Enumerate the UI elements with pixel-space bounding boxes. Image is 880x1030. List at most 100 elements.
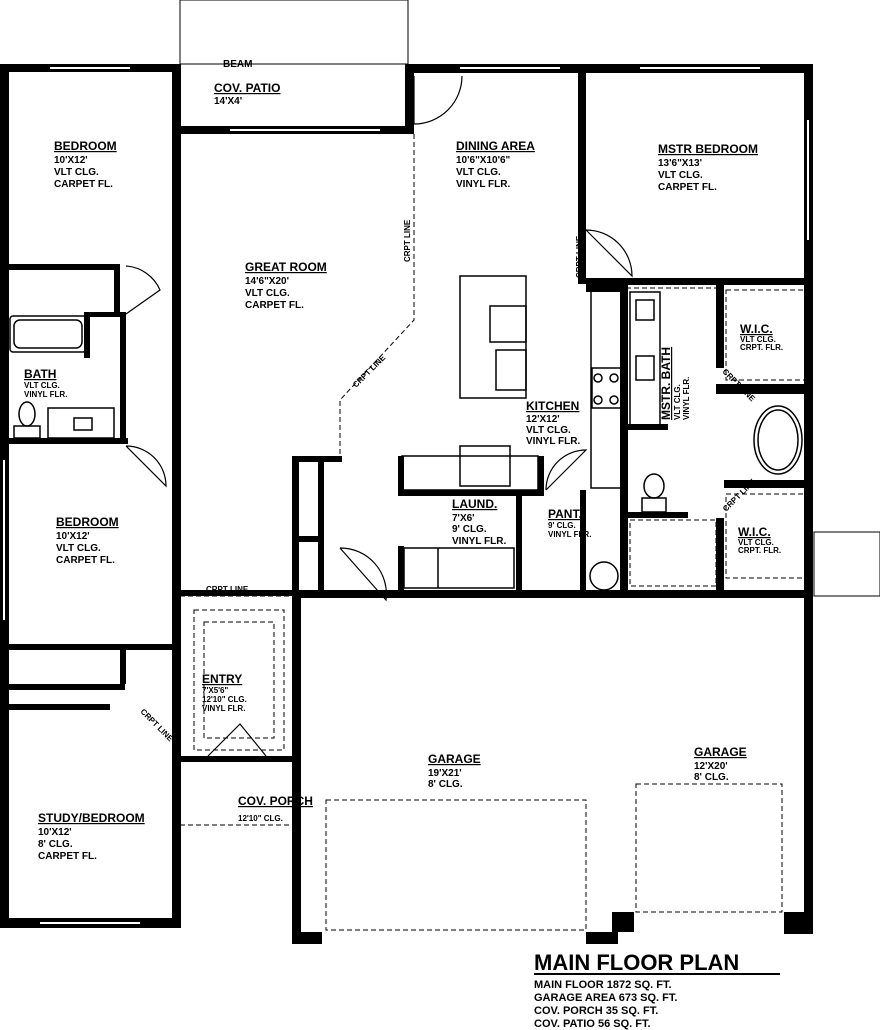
- label-dining-area: DINING AREA 10'6"X10'6" VLT CLG. VINYL F…: [456, 139, 535, 190]
- svg-text:CRPT. FLR.: CRPT. FLR.: [738, 546, 781, 555]
- svg-text:VINYL FLR.: VINYL FLR.: [452, 536, 506, 547]
- svg-text:DINING AREA: DINING AREA: [456, 139, 535, 153]
- svg-text:VLT CLG.: VLT CLG.: [673, 384, 682, 420]
- label-entry: ENTRY 7'X5'6" 12'10" CLG. VINYL FLR.: [202, 672, 247, 713]
- svg-text:GREAT ROOM: GREAT ROOM: [245, 260, 327, 274]
- svg-text:GARAGE: GARAGE: [694, 745, 747, 759]
- svg-text:10'X12': 10'X12': [54, 155, 88, 166]
- svg-text:VINYL FLR.: VINYL FLR.: [456, 179, 510, 190]
- label-garage-2: GARAGE 12'X20' 8' CLG.: [694, 745, 747, 783]
- svg-text:COV. PORCH 35 SQ. FT.: COV. PORCH 35 SQ. FT.: [534, 1005, 658, 1017]
- label-bin: BIN: [598, 589, 612, 598]
- svg-text:GARAGE AREA 673 SQ. FT.: GARAGE AREA 673 SQ. FT.: [534, 992, 677, 1004]
- svg-text:12'X20': 12'X20': [694, 761, 728, 772]
- plan-summary: MAIN FLOOR PLAN MAIN FLOOR 1872 SQ. FT. …: [534, 950, 780, 1030]
- label-wic-1: W.I.C. VLT CLG. CRPT. FLR.: [740, 322, 783, 352]
- label-master-bedroom: MSTR BEDROOM 13'6"X13' VLT CLG. CARPET F…: [658, 142, 758, 193]
- svg-text:CARPET FL.: CARPET FL.: [38, 851, 97, 862]
- label-bath: BATH VLT CLG. VINYL FLR.: [24, 367, 67, 399]
- svg-text:CRPT LINE: CRPT LINE: [206, 585, 249, 594]
- svg-text:BEDROOM: BEDROOM: [56, 515, 119, 529]
- svg-text:MSTR BEDROOM: MSTR BEDROOM: [658, 142, 758, 156]
- patio-outline: [0, 0, 409, 126]
- label-cov-patio: COV. PATIO 14'X4': [214, 81, 280, 107]
- svg-text:MSTR. BATH: MSTR. BATH: [659, 347, 673, 420]
- svg-text:W.I.C.: W.I.C.: [738, 525, 771, 539]
- svg-text:VINYL FLR.: VINYL FLR.: [202, 704, 245, 713]
- svg-text:CRPT LINE: CRPT LINE: [670, 277, 713, 286]
- svg-text:VLT CLG.: VLT CLG.: [56, 543, 101, 554]
- svg-text:VINYL FLR.: VINYL FLR.: [548, 530, 591, 539]
- svg-text:VLT CLG.: VLT CLG.: [738, 538, 774, 547]
- interior-walls: [0, 264, 812, 710]
- svg-text:CRPT. FLR.: CRPT. FLR.: [740, 343, 783, 352]
- label-study-bedroom: STUDY/BEDROOM 10'X12' 8' CLG. CARPET FL.: [38, 811, 145, 862]
- svg-text:19'X21': 19'X21': [428, 768, 462, 779]
- svg-text:VLT CLG.: VLT CLG.: [245, 288, 290, 299]
- svg-text:12'10" CLG.: 12'10" CLG.: [238, 814, 283, 823]
- svg-text:ENTRY: ENTRY: [202, 672, 242, 686]
- svg-text:14'X4': 14'X4': [214, 96, 242, 107]
- side-stub: [813, 531, 880, 597]
- label-laundry: LAUND. 7'X6' 9' CLG. VINYL FLR.: [452, 497, 506, 547]
- label-cov-porch: COV. PORCH 12'10" CLG.: [238, 794, 313, 823]
- svg-text:13'6"X13': 13'6"X13': [658, 158, 702, 169]
- doors: [125, 75, 633, 757]
- svg-text:12'X12': 12'X12': [526, 414, 560, 425]
- svg-text:8' CLG.: 8' CLG.: [38, 839, 73, 850]
- svg-text:W.I.C.: W.I.C.: [740, 322, 773, 336]
- svg-text:LAUND.: LAUND.: [452, 497, 497, 511]
- plan-title: MAIN FLOOR PLAN: [534, 950, 739, 975]
- svg-text:BEDROOM: BEDROOM: [54, 139, 117, 153]
- svg-text:KITCHEN: KITCHEN: [526, 399, 579, 413]
- fixtures: [9, 275, 803, 591]
- svg-text:CARPET FL.: CARPET FL.: [54, 179, 113, 190]
- label-master-bath: MSTR. BATH VLT CLG. VINYL FLR.: [659, 347, 691, 420]
- svg-text:CARPET FL.: CARPET FL.: [658, 182, 717, 193]
- svg-text:CRPT LINE: CRPT LINE: [351, 353, 388, 390]
- svg-text:COV. PATIO 56 SQ. FT.: COV. PATIO 56 SQ. FT.: [534, 1018, 651, 1030]
- label-bedroom-1: BEDROOM 10'X12' VLT CLG. CARPET FL.: [54, 139, 117, 190]
- svg-text:BEAM: BEAM: [223, 59, 252, 70]
- svg-text:CARPET FL.: CARPET FL.: [56, 555, 115, 566]
- svg-text:7'X5'6": 7'X5'6": [202, 686, 228, 695]
- svg-text:CARPET FL.: CARPET FL.: [245, 300, 304, 311]
- svg-text:10'X12': 10'X12': [38, 827, 72, 838]
- svg-text:STUDY/BEDROOM: STUDY/BEDROOM: [38, 811, 145, 825]
- label-bedroom-2: BEDROOM 10'X12' VLT CLG. CARPET FL.: [56, 515, 119, 566]
- svg-text:VLT CLG.: VLT CLG.: [24, 381, 60, 390]
- svg-text:COV. PATIO: COV. PATIO: [214, 81, 280, 95]
- svg-text:VINYL FLR.: VINYL FLR.: [682, 377, 691, 420]
- label-garage-1: GARAGE 19'X21' 8' CLG.: [428, 752, 481, 790]
- svg-text:10'X12': 10'X12': [56, 531, 90, 542]
- svg-text:VINYL FLR.: VINYL FLR.: [24, 390, 67, 399]
- crpt-line-labels: CRPT LINE CRPT LINE CRPT LINE CRPT LINE …: [139, 219, 758, 744]
- label-pantry: PANT. 9' CLG. VINYL FLR.: [548, 507, 591, 539]
- windows: [3, 67, 809, 924]
- svg-text:PANT.: PANT.: [548, 507, 582, 521]
- svg-text:CRPT LINE: CRPT LINE: [403, 219, 412, 262]
- label-beam: BEAM: [223, 59, 252, 70]
- svg-text:BATH: BATH: [24, 367, 56, 381]
- svg-text:GARAGE: GARAGE: [428, 752, 481, 766]
- svg-text:8' CLG.: 8' CLG.: [694, 772, 729, 783]
- svg-text:VLT CLG.: VLT CLG.: [658, 170, 703, 181]
- label-kitchen: KITCHEN 12'X12' VLT CLG. VINYL FLR.: [526, 399, 580, 447]
- svg-text:VLT CLG.: VLT CLG.: [54, 167, 99, 178]
- svg-text:COV. PORCH: COV. PORCH: [238, 794, 313, 808]
- svg-text:14'6"X20': 14'6"X20': [245, 276, 289, 287]
- svg-text:VLT CLG.: VLT CLG.: [456, 167, 501, 178]
- label-wic-2: W.I.C. VLT CLG. CRPT. FLR.: [738, 525, 781, 555]
- svg-text:VINYL FLR.: VINYL FLR.: [526, 436, 580, 447]
- svg-text:7'X6': 7'X6': [452, 513, 475, 524]
- svg-text:12'10" CLG.: 12'10" CLG.: [202, 695, 247, 704]
- svg-text:VLT CLG.: VLT CLG.: [740, 335, 776, 344]
- svg-text:VLT CLG.: VLT CLG.: [526, 425, 571, 436]
- svg-text:CRPT LINE: CRPT LINE: [575, 235, 584, 278]
- svg-text:MAIN FLOOR 1872 SQ. FT.: MAIN FLOOR 1872 SQ. FT.: [534, 979, 672, 991]
- svg-text:10'6"X10'6": 10'6"X10'6": [456, 155, 511, 166]
- dashed-lines: [180, 134, 807, 931]
- svg-text:9' CLG.: 9' CLG.: [452, 524, 487, 535]
- svg-text:8' CLG.: 8' CLG.: [428, 779, 463, 790]
